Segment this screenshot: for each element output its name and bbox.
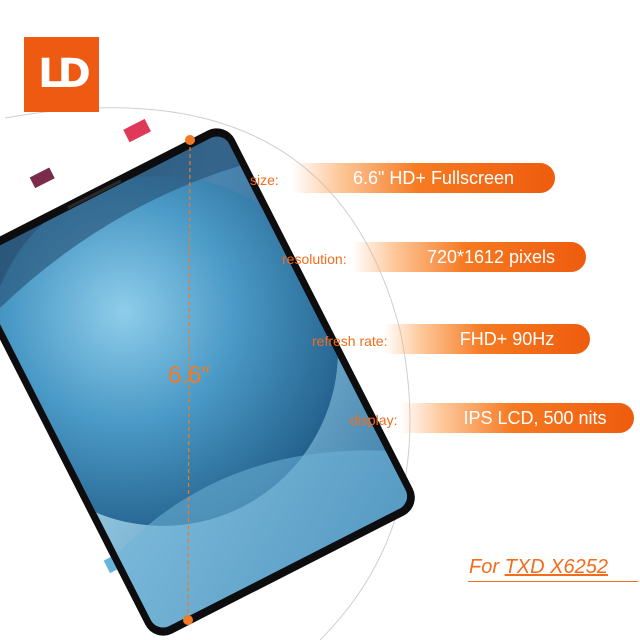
background-arc <box>4 107 411 640</box>
brand-logo: LD <box>24 37 99 112</box>
spec-value-display: IPS LCD, 500 nits <box>400 403 634 433</box>
spec-label-resolution: resolution: <box>282 251 347 267</box>
diagonal-measure-bottom-dot <box>183 615 193 625</box>
diagonal-measure-top-dot <box>185 135 195 145</box>
spec-value-size: 6.6" HD+ Fullscreen <box>292 163 555 193</box>
model-caption-prefix: For <box>469 556 505 578</box>
spec-label-refresh-rate: refresh rate: <box>312 333 388 349</box>
spec-label-size: size: <box>250 172 279 188</box>
brand-logo-text: LD <box>38 51 91 97</box>
model-caption-name: TXD X6252 <box>504 556 608 578</box>
screen-size-label: 6.6″ <box>168 362 210 389</box>
diagonal-measure-line <box>187 139 191 621</box>
model-caption-underline <box>468 581 638 582</box>
spec-value-resolution: 720*1612 pixels <box>352 242 586 272</box>
model-caption: For TXD X6252 <box>469 556 608 579</box>
spec-label-display: display: <box>350 412 398 428</box>
spec-value-refresh-rate: FHD+ 90Hz <box>384 324 590 354</box>
